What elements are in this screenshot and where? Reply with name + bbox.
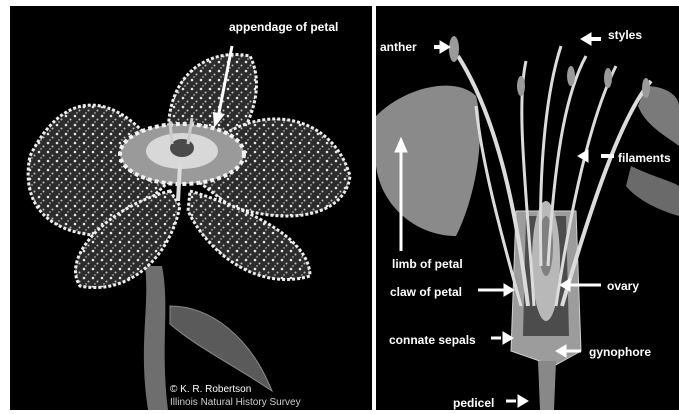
leaf	[170, 306, 272, 391]
pedicel-shape	[538, 361, 556, 410]
appendage-label: appendage of petal	[229, 20, 338, 34]
gynophore-label: gynophore	[589, 345, 651, 359]
styles-label: styles	[608, 28, 642, 42]
flower-illustration	[10, 6, 372, 410]
flower-photo-panel: appendage of petal © K. R. Robertson Ill…	[10, 6, 372, 410]
photo-credit: © K. R. Robertson	[170, 384, 251, 395]
limb-of-petal-label: limb of petal	[392, 257, 463, 271]
anther-label: anther	[380, 40, 417, 54]
connate-sepals-label: connate sepals	[389, 333, 476, 347]
pedicel-label: pedicel	[453, 396, 494, 410]
ovary-label: ovary	[607, 279, 639, 293]
stem	[144, 266, 168, 410]
claw-of-petal-label: claw of petal	[390, 285, 462, 299]
petal-limb-left	[376, 86, 480, 236]
photo-credit-institution: Illinois Natural History Survey	[170, 397, 301, 408]
filaments-label: filaments	[618, 151, 671, 165]
flower-section-panel: anther styles filaments limb of petal cl…	[376, 6, 679, 410]
